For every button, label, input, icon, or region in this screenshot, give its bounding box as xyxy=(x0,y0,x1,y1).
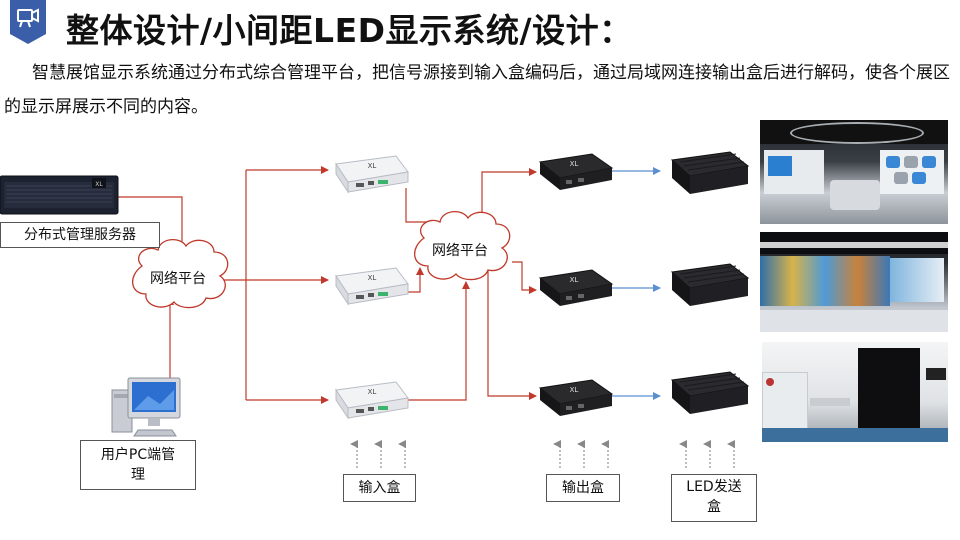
link-input-2-to-network xyxy=(406,267,424,293)
cloud-network-right xyxy=(414,211,511,281)
server-logo: XL xyxy=(95,181,103,188)
server-label: 分布式管理服务器 xyxy=(0,222,160,248)
device-logo: XL xyxy=(570,160,579,168)
input-box-device-3 xyxy=(335,381,409,420)
link-network-to-output-3 xyxy=(487,270,537,400)
device-logo: XL xyxy=(368,274,377,282)
link-input-3-to-network xyxy=(408,281,470,401)
device-logo: XL xyxy=(368,162,377,170)
output-box-label: 输出盒 xyxy=(546,474,620,502)
cloud-right-label: 网络平台 xyxy=(432,243,488,259)
device-logo: XL xyxy=(570,276,579,284)
device-logo: XL xyxy=(570,386,579,394)
device-logo: XL xyxy=(368,388,377,396)
output-box-device-1 xyxy=(538,153,614,190)
exhibit-photo-1 xyxy=(760,120,948,224)
page-title: 整体设计/小间距LED显示系统/设计： xyxy=(66,11,633,50)
output-box-device-3 xyxy=(538,379,614,416)
output-box-device-2 xyxy=(538,269,614,306)
input-box-device-1 xyxy=(335,155,409,194)
led-sender-label: LED发送盒 xyxy=(671,474,757,522)
led-sender-device-2 xyxy=(670,263,750,306)
input-box-device-2 xyxy=(335,267,409,306)
presentation-camera-icon xyxy=(17,8,39,28)
pc-device xyxy=(111,377,181,437)
link-network-to-output-2 xyxy=(512,261,537,294)
input-box-label: 输入盒 xyxy=(343,474,416,502)
led-sender-device-1 xyxy=(670,151,750,194)
header-badge xyxy=(10,0,46,44)
pc-label: 用户PC端管理 xyxy=(80,440,196,490)
exhibit-photo-2 xyxy=(760,232,948,332)
exhibit-photo-3 xyxy=(762,342,948,442)
link-network-to-output-1 xyxy=(481,168,537,230)
link-server-to-network xyxy=(90,196,186,253)
intro-paragraph: 智慧展馆显示系统通过分布式综合管理平台，把信号源接到输入盒编码后，通过局域网连接… xyxy=(4,63,950,117)
cloud-left-label: 网络平台 xyxy=(150,271,206,287)
led-sender-device-3 xyxy=(670,371,750,414)
cloud-network-left xyxy=(132,239,229,309)
server-device: XL xyxy=(0,175,119,215)
